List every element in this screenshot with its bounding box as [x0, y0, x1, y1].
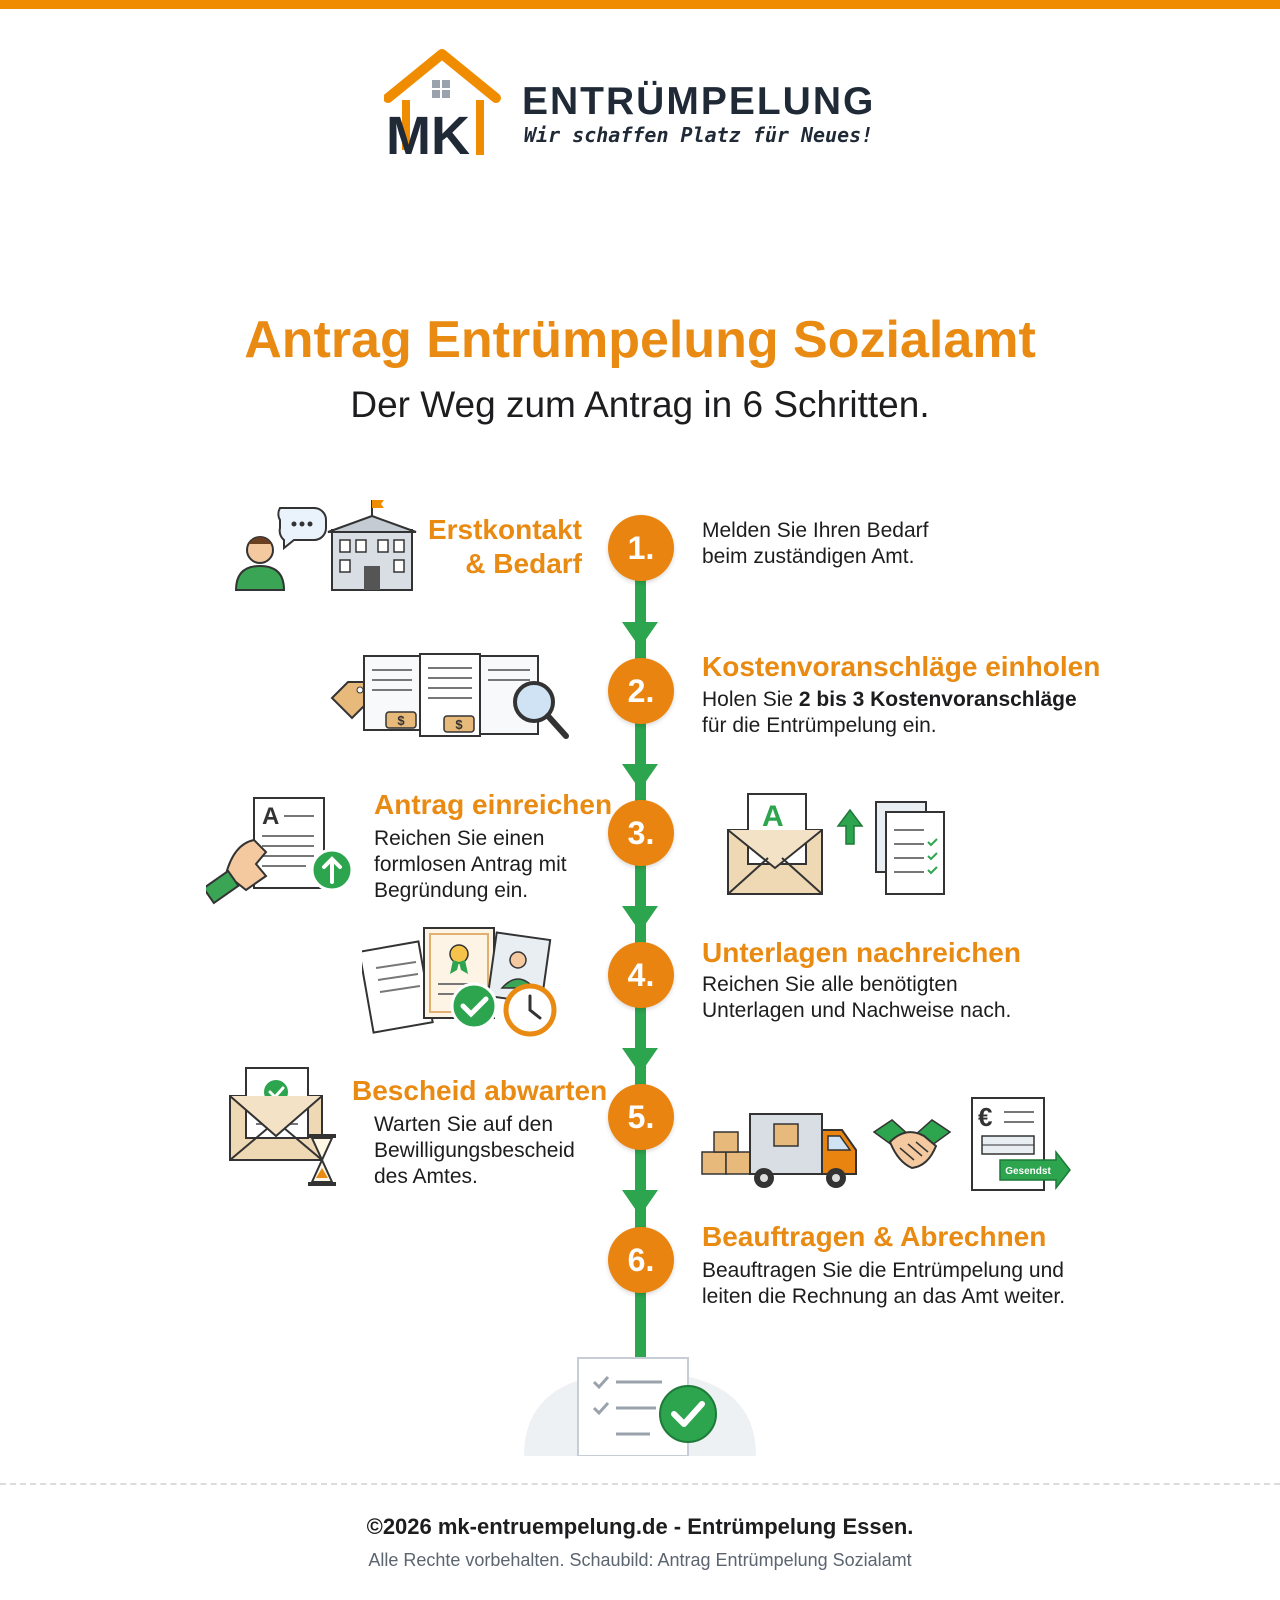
- certificates-clock-check-icon: [362, 927, 557, 1037]
- arrow-down-icon: [622, 1048, 658, 1074]
- step-2-text: Holen Sie 2 bis 3 Kostenvoranschläge für…: [702, 688, 1077, 737]
- top-accent-bar: [0, 0, 1280, 9]
- brand-name: ENTRÜMPELUNG: [522, 80, 876, 123]
- checklist-complete-icon: [524, 1357, 756, 1456]
- brand-tagline: Wir schaffen Platz für Neues!: [524, 123, 874, 147]
- arrow-down-icon: [622, 622, 658, 648]
- truck-handshake-invoice-icon: € Gesendst: [701, 1097, 1071, 1191]
- envelope-hourglass-icon: [229, 1067, 336, 1186]
- footer-copyright: ©2026 mk-entruempelung.de - Entrümpelung…: [366, 1514, 914, 1539]
- step-3-text: Reichen Sie einen formlosen Antrag mit B…: [374, 827, 567, 902]
- step-number-3: 3.: [608, 800, 674, 866]
- arrow-down-icon: [622, 764, 658, 790]
- footer-divider: [0, 1483, 1280, 1485]
- brand-logo: MK ENTRÜMPELUNG Wir schaffen Platz für N…: [384, 48, 904, 163]
- step-4-title: Unterlagen nachreichen: [702, 937, 1021, 968]
- house-logo-icon: MK: [384, 49, 501, 160]
- step-1-text: Melden Sie Ihren Bedarf beim zuständigen…: [702, 519, 929, 568]
- svg-text:$: $: [455, 717, 463, 732]
- step-6-title: Beauftragen & Abrechnen: [702, 1221, 1047, 1252]
- step-number-5: 5.: [608, 1084, 674, 1150]
- svg-text:€: €: [978, 1102, 992, 1132]
- arrow-down-icon: [622, 1190, 658, 1216]
- step-number-6: 6.: [608, 1227, 674, 1293]
- step-number-4: 4.: [608, 942, 674, 1008]
- step-3-title: Antrag einreichen: [374, 789, 613, 820]
- svg-text:A: A: [762, 800, 784, 833]
- svg-text:MK: MK: [386, 106, 470, 160]
- step-1-title: Erstkontakt & Bedarf: [427, 514, 582, 579]
- page-subtitle: Der Weg zum Antrag in 6 Schritten.: [350, 384, 930, 425]
- person-speech-building-icon: [234, 500, 417, 591]
- arrow-down-icon: [622, 906, 658, 932]
- step-2-title: Kostenvoranschläge einholen: [702, 651, 1101, 682]
- svg-text:$: $: [397, 713, 405, 728]
- hand-document-upload-icon: A: [206, 797, 354, 905]
- footer-rights: Alle Rechte vorbehalten. Schaubild: Antr…: [368, 1550, 912, 1570]
- step-number-2: 2.: [608, 658, 674, 724]
- step-number-1: 1.: [608, 515, 674, 581]
- page-title: Antrag Entrümpelung Sozialamt: [244, 311, 1036, 369]
- svg-text:Gesendst: Gesendst: [1005, 1166, 1051, 1177]
- step-5-text: Warten Sie auf den Bewilligungsbescheid …: [374, 1113, 575, 1188]
- step-4-text: Reichen Sie alle benötigten Unterlagen u…: [702, 973, 1012, 1022]
- envelope-upload-checklist-icon: A: [727, 793, 945, 895]
- step-5-title: Bescheid abwarten: [352, 1075, 608, 1106]
- svg-text:A: A: [262, 803, 279, 830]
- step-6-text: Beauftragen Sie die Entrümpelung und lei…: [702, 1259, 1066, 1308]
- quotes-documents-magnifier-icon: $ $: [330, 653, 569, 739]
